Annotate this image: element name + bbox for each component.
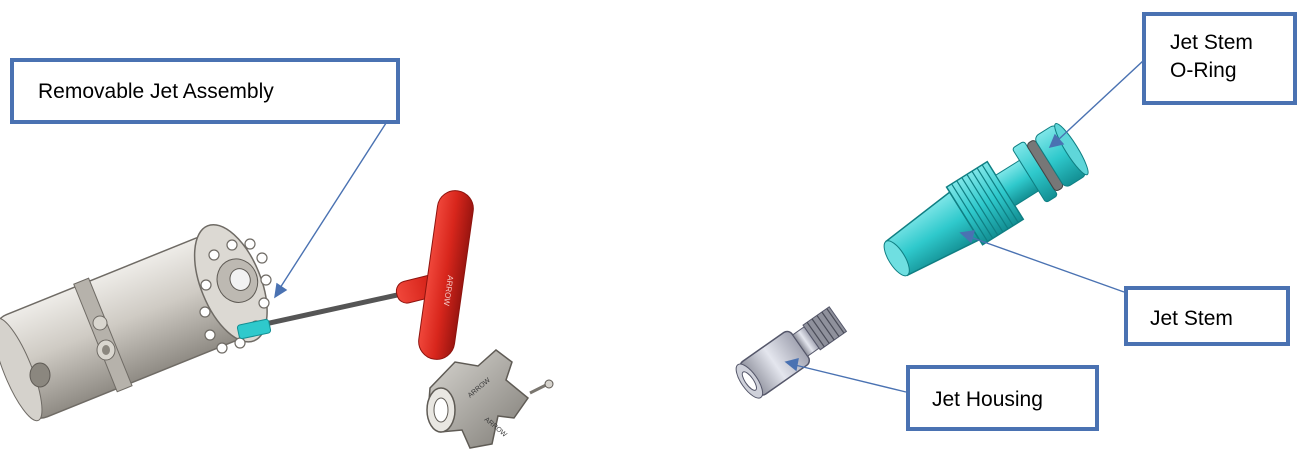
callout-label-jet-stem-oring-line1: Jet Stem bbox=[1170, 29, 1293, 57]
jet-housing-illustration bbox=[731, 303, 849, 402]
leader-line-removable-jet-assembly bbox=[275, 120, 388, 297]
t-handle-tool-illustration: ARROW bbox=[394, 188, 475, 361]
knob-cap-illustration: ARROW ARROW bbox=[427, 350, 528, 448]
screw-illustration bbox=[530, 380, 553, 393]
callout-label-jet-housing: Jet Housing bbox=[932, 386, 1095, 414]
swivel-body-illustration bbox=[0, 215, 420, 433]
callout-label-jet-stem-oring-line2: O-Ring bbox=[1170, 57, 1293, 85]
leader-line-jet-stem-oring bbox=[1050, 60, 1144, 147]
callout-label-jet-stem: Jet Stem bbox=[1150, 305, 1286, 333]
callout-label-removable-jet-assembly: Removable Jet Assembly bbox=[38, 78, 396, 106]
callout-removable-jet-assembly: Removable Jet Assembly bbox=[10, 58, 400, 124]
callout-jet-housing: Jet Housing bbox=[906, 365, 1099, 431]
callout-jet-stem: Jet Stem bbox=[1124, 286, 1290, 346]
callout-jet-stem-oring: Jet Stem O-Ring bbox=[1142, 12, 1297, 105]
